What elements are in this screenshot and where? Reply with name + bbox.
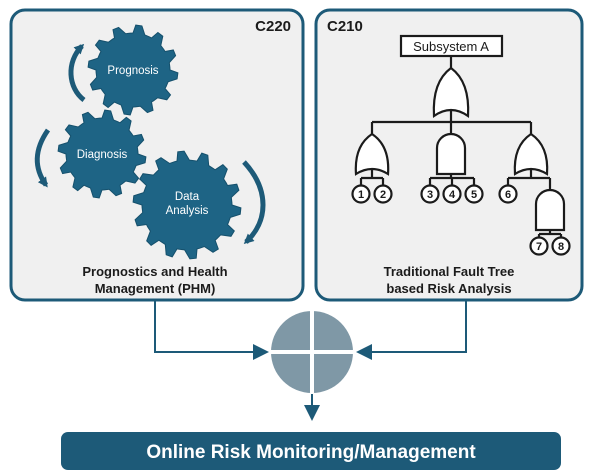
flow-connectors <box>154 300 467 421</box>
phm-panel: C220 Prognosis Diagnosis Data Analysis P… <box>9 8 305 302</box>
fault-tree-caption-line1: Traditional Fault Tree <box>384 264 515 279</box>
gear-label-data: Data <box>175 191 200 203</box>
or-gate-icon <box>354 132 390 176</box>
data-analysis-gear-icon <box>132 150 242 260</box>
summing-junction-icon <box>271 311 353 393</box>
output-banner-box <box>61 432 561 470</box>
basic-event-label-5: 5 <box>471 189 477 201</box>
phm-caption-line2: Management (PHM) <box>95 281 216 296</box>
output-banner-label: Online Risk Monitoring/Management <box>146 442 476 463</box>
gear-body <box>57 109 147 199</box>
or-gate-icon <box>513 132 549 176</box>
and-gate-icon <box>534 188 566 232</box>
diagnosis-gear-icon <box>57 109 147 199</box>
basic-event-8 <box>551 236 571 256</box>
gear-label-analysis: Analysis <box>166 205 209 217</box>
basic-event-2 <box>373 184 393 204</box>
gear-label-diagnosis: Diagnosis <box>77 149 128 161</box>
phm-to-junction-arrow <box>154 300 269 360</box>
basic-event-label-8: 8 <box>558 241 564 253</box>
gear-body <box>87 24 179 116</box>
cycle-arrow-icon <box>34 128 51 188</box>
fault-tree <box>351 34 571 256</box>
basic-event-label-1: 1 <box>358 189 364 201</box>
basic-event-label-7: 7 <box>536 241 542 253</box>
basic-event-1 <box>351 184 371 204</box>
basic-event-label-2: 2 <box>380 189 386 201</box>
basic-event-label-4: 4 <box>449 189 456 201</box>
basic-event-4 <box>442 184 462 204</box>
basic-event-7 <box>529 236 549 256</box>
output-banner: Online Risk Monitoring/Management <box>61 432 561 470</box>
cycle-arrow-icon <box>242 160 266 245</box>
basic-event-label-6: 6 <box>505 189 511 201</box>
basic-event-label-3: 3 <box>427 189 433 201</box>
fault-tree-caption-line2: based Risk Analysis <box>386 281 511 296</box>
fault-tree-panel: C210 <box>314 8 584 302</box>
basic-event-5 <box>464 184 484 204</box>
basic-event-6 <box>498 184 518 204</box>
and-gate-icon <box>435 132 467 176</box>
gear-body <box>132 150 242 260</box>
prognosis-gear-icon <box>87 24 179 116</box>
basic-event-3 <box>420 184 440 204</box>
phm-caption-line1: Prognostics and Health <box>82 264 227 279</box>
fault-tree-to-junction-arrow <box>356 300 467 360</box>
top-event-label: Subsystem A <box>413 39 489 54</box>
fault-tree-panel-code: C210 <box>327 18 363 35</box>
gear-label-prognosis: Prognosis <box>107 65 158 77</box>
cycle-arrow-icon <box>68 43 86 102</box>
phm-panel-code: C220 <box>255 18 291 35</box>
